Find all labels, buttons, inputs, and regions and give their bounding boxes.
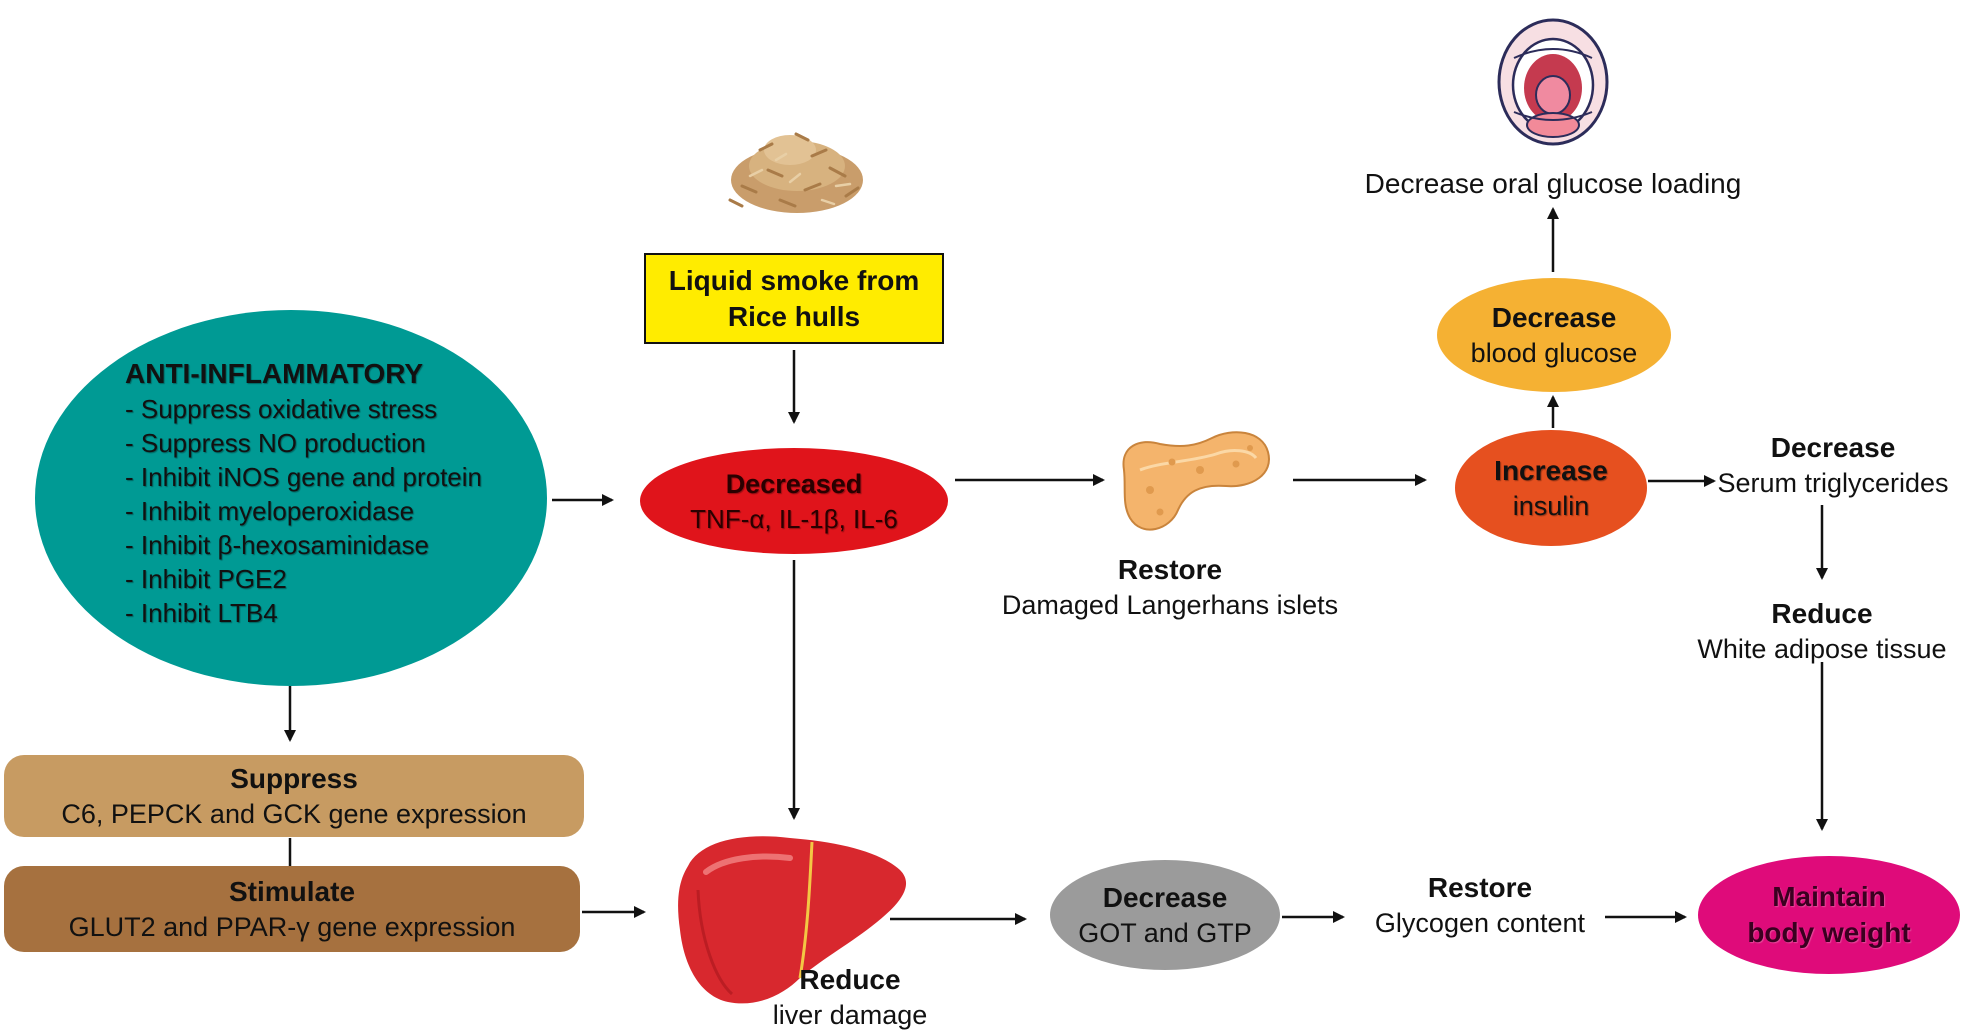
insulin-text: insulin: [1512, 490, 1590, 521]
restore-glycogen-title: Restore: [1427, 872, 1533, 903]
blood-glucose-ellipse: Decrease blood glucose: [1437, 278, 1671, 392]
stimulate-text: GLUT2 and PPAR-γ gene expression: [68, 911, 516, 942]
adipose-label: Reduce White adipose tissue: [1680, 596, 1964, 667]
suppress-genes-box: Suppress C6, PEPCK and GCK gene expressi…: [4, 755, 584, 837]
anti-inflammatory-item: - Inhibit PGE2: [125, 564, 287, 594]
anti-inflammatory-item: - Inhibit myeloperoxidase: [125, 496, 415, 526]
got-gtp-ellipse: Decrease GOT and GTP: [1050, 860, 1280, 970]
anti-inflammatory-item: - Inhibit LTB4: [125, 598, 278, 628]
liver-text: liver damage: [772, 1000, 928, 1030]
decreased-title: Decreased: [725, 468, 863, 499]
increase-title: Increase: [1494, 454, 1608, 486]
insulin-ellipse: Increase insulin: [1455, 430, 1647, 546]
stimulate-title: Stimulate: [228, 875, 356, 907]
anti-inflammatory-item: - Inhibit β-hexosaminidase: [125, 530, 429, 560]
triglycerides-label: Decrease Serum triglycerides: [1700, 430, 1966, 501]
reduce-liver-title: Reduce: [799, 964, 901, 995]
suppress-text: C6, PEPCK and GCK gene expression: [61, 798, 527, 829]
pancreas-icon: [1122, 431, 1270, 531]
restore-islets-text: Damaged Langerhans islets: [1001, 590, 1339, 620]
anti-inflammatory-text: ANTI-INFLAMMATORY - Suppress oxidative s…: [125, 356, 545, 630]
suppress-title: Suppress: [230, 762, 358, 794]
stimulate-genes-box: Stimulate GLUT2 and PPAR-γ gene expressi…: [4, 866, 580, 952]
anti-inflammatory-item: - Suppress NO production: [125, 428, 426, 458]
got-gtp-text: GOT and GTP: [1078, 917, 1252, 948]
reduce-adipose-title: Reduce: [1771, 598, 1873, 629]
rice-hulls-icon: [728, 132, 863, 213]
blood-glucose-text: blood glucose: [1470, 337, 1638, 368]
restore-islets-title: Restore: [1117, 554, 1223, 585]
glycogen-text: Glycogen content: [1374, 908, 1586, 938]
triglycerides-text: Serum triglycerides: [1717, 468, 1949, 498]
glycogen-label: Restore Glycogen content: [1350, 870, 1610, 941]
cytokines-text: TNF-α, IL-1β, IL-6: [690, 503, 898, 534]
decrease-got-title: Decrease: [1102, 881, 1228, 913]
body-weight-ellipse: Maintain body weight: [1698, 856, 1960, 974]
maintain-line-2: body weight: [1747, 917, 1911, 948]
decrease-tg-title: Decrease: [1770, 432, 1896, 463]
oral-glucose-label: Decrease oral glucose loading: [1364, 168, 1742, 199]
anti-inflammatory-item: - Inhibit iNOS gene and protein: [125, 462, 482, 492]
decrease-glucose-title: Decrease: [1491, 301, 1617, 333]
anti-inflammatory-title: ANTI-INFLAMMATORY: [125, 358, 424, 389]
anti-inflammatory-ellipse: [35, 310, 547, 686]
anti-inflammatory-item: - Suppress oxidative stress: [125, 394, 438, 424]
liver-label: Reduce liver damage: [720, 962, 980, 1033]
source-box: Liquid smoke from Rice hulls: [644, 253, 944, 344]
adipose-text: White adipose tissue: [1697, 634, 1947, 664]
maintain-line-1: Maintain: [1772, 881, 1886, 912]
pancreas-label: Restore Damaged Langerhans islets: [960, 552, 1380, 623]
open-mouth-icon: [1497, 18, 1609, 146]
source-line-2: Rice hulls: [727, 300, 861, 332]
source-line-1: Liquid smoke from: [668, 264, 920, 296]
decreased-cytokines-ellipse: Decreased TNF-α, IL-1β, IL-6: [640, 448, 948, 554]
liver-icon: [678, 836, 907, 1004]
